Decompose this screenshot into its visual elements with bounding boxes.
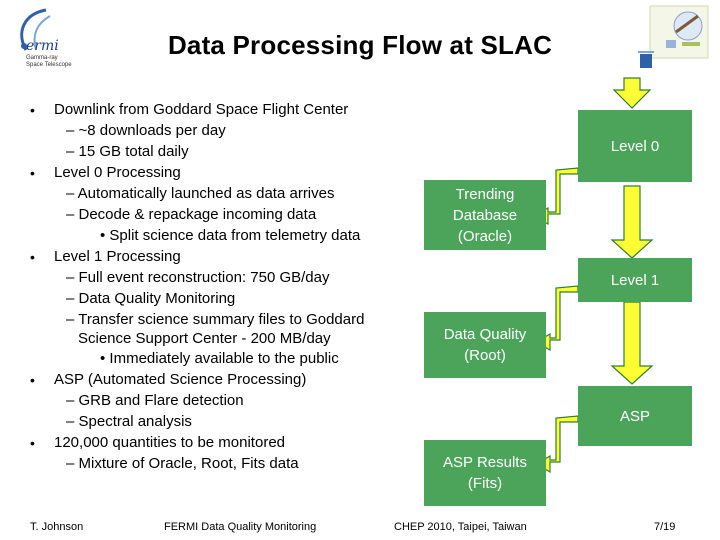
sub-bullet-item: – Mixture of Oracle, Root, Fits data	[66, 455, 299, 472]
level1-label: Level 1	[610, 271, 660, 289]
bullet-marker: •	[30, 165, 35, 181]
sub-bullet-item: – Data Quality Monitoring	[66, 290, 236, 307]
bullet-item: Downlink from Goddard Space Flight Cente…	[54, 101, 349, 118]
asp-label: ASP	[619, 407, 650, 425]
sub-sub-bullet-item: • Split science data from telemetry data	[100, 227, 361, 244]
sub-bullet-continuation: Science Support Center - 200 MB/day	[78, 330, 331, 347]
bullet-item: ASP (Automated Science Processing)	[54, 371, 307, 388]
arrow-down-icon	[610, 301, 654, 385]
footer-page-number: 7/19	[654, 521, 676, 533]
fermi-logo-text: ermi	[26, 38, 59, 54]
trending-line-2: Database	[452, 206, 518, 224]
sub-bullet-item: – Automatically launched as data arrives	[66, 185, 335, 202]
data-quality-box: Data Quality (Root)	[424, 312, 546, 378]
arrow-down-icon	[612, 77, 652, 109]
bullet-marker: •	[30, 249, 35, 265]
sub-bullet-item: – ~8 downloads per day	[66, 122, 226, 139]
sub-bullet-item: – Full event reconstruction: 750 GB/day	[66, 269, 330, 286]
asp-results-line-1: ASP Results	[443, 454, 527, 471]
footer-author: T. Johnson	[30, 521, 84, 533]
trending-database-box: Trending Database (Oracle)	[424, 180, 546, 250]
bullet-marker: •	[30, 435, 35, 451]
asp-results-line-2: (Fits)	[467, 475, 503, 492]
bullet-marker: •	[30, 372, 35, 388]
data-quality-line-1: Data Quality	[443, 326, 527, 343]
slide-title: Data Processing Flow at SLAC	[167, 30, 553, 60]
sub-bullet-item: – GRB and Flare detection	[66, 392, 244, 409]
bullet-item: Level 0 Processing	[54, 164, 181, 181]
level0-label: Level 0	[610, 137, 660, 155]
software-logo	[638, 5, 709, 68]
bullet-item: 120,000 quantities to be monitored	[54, 434, 285, 451]
sub-bullet-item: – 15 GB total daily	[66, 143, 189, 160]
trending-line-3: (Oracle)	[457, 227, 513, 245]
fermi-logo: ermi Gamma-ray Space Telescope	[20, 8, 72, 68]
sub-sub-bullet-item: • Immediately available to the public	[100, 350, 339, 367]
footer-conference: CHEP 2010, Taipei, Taiwan	[394, 521, 527, 533]
sub-bullet-item: – Decode & repackage incoming data	[66, 206, 317, 223]
data-quality-line-2: (Root)	[464, 347, 506, 364]
asp-box: ASP	[578, 386, 692, 446]
level1-box: Level 1	[578, 258, 692, 302]
footer-topic: FERMI Data Quality Monitoring	[164, 521, 317, 533]
arrow-down-icon	[610, 185, 654, 259]
sub-bullet-item: – Spectral analysis	[66, 413, 192, 430]
fermi-logo-sub1: Gamma-ray	[26, 55, 58, 61]
bullet-marker: •	[30, 102, 35, 118]
bullet-item: Level 1 Processing	[54, 248, 181, 265]
level0-box: Level 0	[578, 110, 692, 182]
asp-results-box: ASP Results (Fits)	[424, 440, 546, 506]
fermi-logo-sub2: Space Telescope	[26, 62, 72, 68]
trending-line-1: Trending	[455, 185, 515, 203]
sub-bullet-item: – Transfer science summary files to Godd…	[66, 311, 365, 328]
